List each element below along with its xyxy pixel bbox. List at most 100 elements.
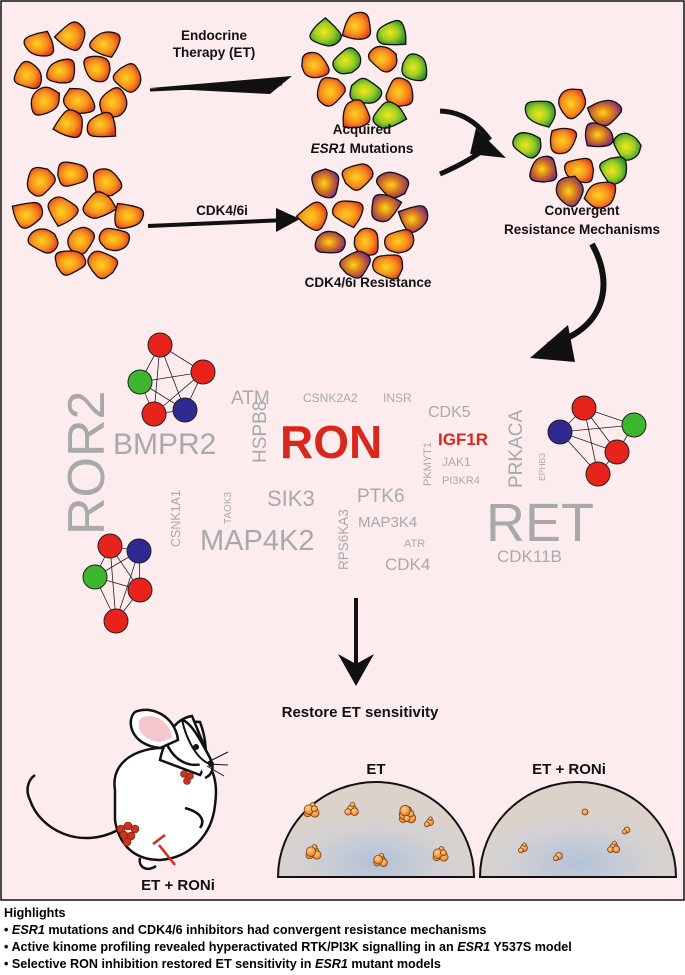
tumor-cell — [372, 101, 408, 129]
converging-arrow — [439, 108, 506, 177]
tumor-cell — [301, 51, 330, 79]
tumor-cell — [83, 55, 111, 83]
kinase-cdk5: CDK5 — [428, 404, 471, 421]
tumor-cell — [114, 202, 145, 230]
tumor-cell — [46, 58, 76, 84]
colony-sphere — [403, 814, 411, 822]
acquired-label-line1: Acquired — [333, 122, 392, 137]
tumor-cell — [583, 181, 617, 209]
tumor-cell — [529, 155, 558, 183]
highlights-title: Highlights — [4, 906, 66, 920]
kinase-ptk6: PTK6 — [357, 486, 405, 507]
network-graph-bottom-left — [82, 533, 153, 634]
colony-sphere — [518, 847, 524, 854]
cell-cluster-untreated-bottom — [11, 161, 145, 280]
tumor-cell — [549, 127, 578, 155]
tumor-cell — [341, 11, 372, 40]
tumor-cell — [52, 109, 83, 139]
colony-sphere — [305, 846, 317, 857]
kinase-csnk2a2: CSNK2A2 — [303, 391, 358, 405]
colony-sphere — [522, 842, 527, 847]
kinase-rps6ka3: RPS6KA3 — [336, 509, 351, 570]
kinase-atm: ATM — [231, 388, 270, 409]
tumor-cell — [11, 201, 44, 229]
colony-sphere — [350, 807, 359, 816]
kinase-csnk1a1: CSNK1A1 — [169, 490, 183, 547]
tumor-cell — [67, 226, 96, 255]
kinase-jak1: JAK1 — [442, 455, 471, 469]
tumor-cell — [13, 60, 43, 90]
tumor-cell — [372, 254, 404, 280]
acquired-label-line2: ESR1 Mutations — [311, 141, 414, 156]
tumor-cell — [27, 228, 59, 254]
kinase-igf1r: IGF1R — [438, 430, 488, 449]
highlight-item-2: • Active kinome profiling revealed hyper… — [4, 940, 572, 954]
colony-sphere — [621, 829, 627, 835]
main-panel — [0, 0, 685, 901]
kinase-word-cloud: ROR2 BMPR2 ATM HSPB8 CSNK2A2 INSR RON CD… — [58, 388, 594, 574]
tumor-cell — [309, 17, 342, 47]
tumor-cell — [314, 230, 346, 254]
colony-sphere — [349, 801, 356, 808]
cell-cluster-untreated-top — [13, 21, 142, 139]
tumor-cell — [86, 111, 117, 138]
convergent-label-line2: Resistance Mechanisms — [504, 222, 660, 237]
colony-sphere — [373, 854, 383, 865]
kinase-ron: RON — [280, 416, 382, 468]
colony-sphere — [428, 816, 433, 821]
kinase-cdk4: CDK4 — [385, 555, 430, 574]
kinase-map3k4: MAP3K4 — [358, 514, 417, 531]
tumor-cell — [62, 87, 96, 115]
tumor-cell — [401, 53, 428, 82]
tumor-cell — [512, 132, 542, 159]
tumor-cell — [89, 31, 121, 59]
colony-sphere — [581, 808, 589, 816]
dish-et-roni — [478, 781, 678, 878]
tumor-cell — [584, 122, 614, 148]
tumor-cell — [295, 201, 328, 232]
kinase-cdk11b: CDK11B — [497, 547, 562, 566]
cdk46i-arrow-label: CDK4/6i — [196, 203, 248, 218]
kinase-prkaca: PRKACA — [506, 410, 527, 488]
tumor-cell — [367, 45, 398, 73]
colony-sphere — [553, 855, 559, 862]
tumor-cell — [87, 250, 119, 280]
cell-cluster-esr1-mutant — [301, 11, 428, 129]
tumor-cell — [53, 21, 86, 51]
convergent-label-line1: Convergent — [544, 203, 620, 218]
tumor-cell — [30, 86, 61, 116]
kinase-pi3kr4: PI3KR4 — [442, 475, 480, 487]
kinase-ret: RET — [486, 493, 594, 553]
cell-cluster-convergent — [512, 88, 642, 209]
highlight-item-1: • ESR1 mutations and CDK4/6 inhibitors h… — [4, 923, 487, 937]
arrow-et — [149, 76, 292, 94]
tumor-cell — [524, 100, 556, 128]
network-graph-top-left — [127, 332, 216, 427]
tumor-cell — [82, 191, 118, 219]
tumor-cell — [332, 47, 362, 75]
kinase-taok3: TAOK3 — [223, 492, 234, 524]
dish-et — [276, 781, 476, 878]
tumor-cell — [371, 193, 403, 223]
kinase-atr: ATR — [404, 538, 425, 550]
restore-et-sensitivity: Restore ET sensitivity — [282, 704, 439, 721]
et-label-line2: Therapy (ET) — [173, 45, 256, 60]
highlights-section: Highlights • ESR1 mutations and CDK4/6 i… — [4, 905, 682, 973]
tumor-cell — [99, 86, 128, 118]
mouse-treatment-label: ET + RONi — [141, 877, 215, 894]
dish-et-roni-label: ET + RONi — [532, 761, 606, 778]
kinase-ephb3: EPHB3 — [537, 453, 547, 481]
colony-sphere — [612, 840, 617, 846]
cdk46i-resistance-label: CDK4/6i Resistance — [305, 275, 432, 290]
kinase-sik3: SIK3 — [267, 486, 315, 511]
tumor-cell — [23, 30, 55, 57]
colony-sphere — [440, 849, 447, 857]
cell-cluster-cdk46i-resistant — [295, 163, 429, 280]
mouse-illustration — [26, 708, 229, 870]
tumor-cell — [316, 76, 346, 107]
colony-sphere — [344, 808, 352, 816]
tumor-cell — [339, 250, 371, 279]
kinase-insr: INSR — [383, 391, 412, 405]
kinase-ror2: ROR2 — [58, 391, 116, 535]
